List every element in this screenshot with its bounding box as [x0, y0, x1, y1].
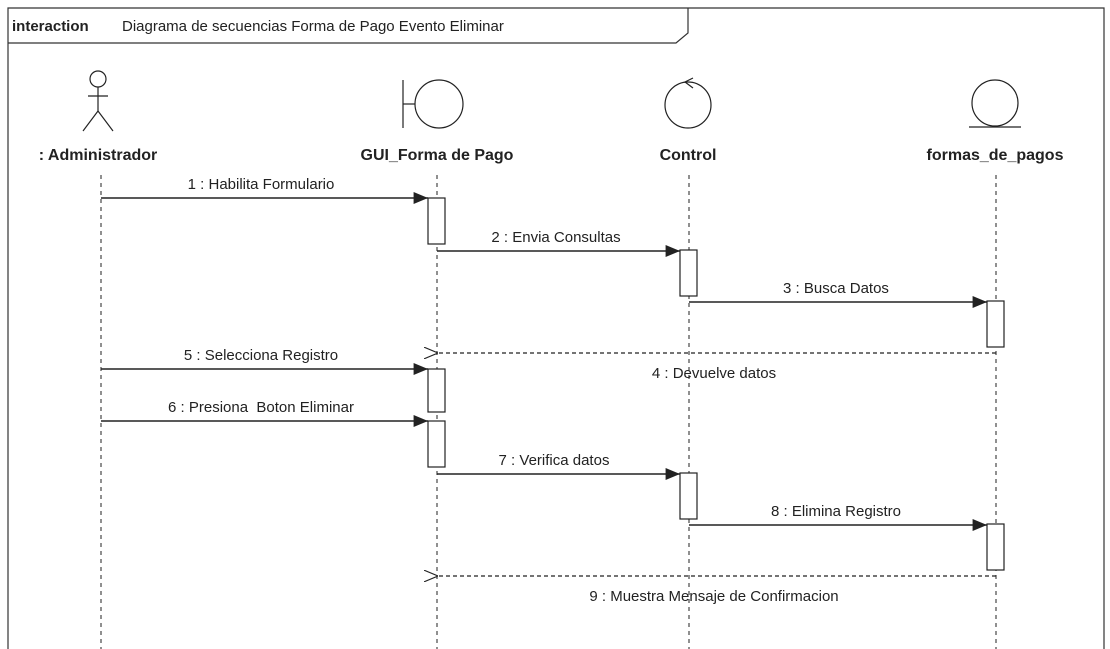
message-label-5: 5 : Selecciona Registro [184, 347, 338, 364]
interaction-frame: interaction Diagrama de secuencias Forma… [7, 7, 1105, 649]
lifeline-administrador: : Administrador [39, 70, 158, 649]
message-label-9: 9 : Muestra Mensaje de Confirmacion [589, 588, 838, 605]
activation-bar [427, 197, 446, 245]
actor-icon [82, 70, 114, 132]
activation-bar [986, 523, 1005, 571]
message-label-7: 7 : Verifica datos [499, 452, 610, 469]
lifeline-name-control: Control [660, 147, 717, 164]
lifeline-control: Control [660, 77, 717, 649]
entity-icon [969, 79, 1021, 128]
message-label-3: 3 : Busca Datos [783, 280, 889, 297]
frame-keyword: interaction [12, 18, 89, 35]
lifeline-gui-forma-de-pago: GUI_Forma de Pago [361, 79, 514, 649]
message-label-1: 1 : Habilita Formulario [188, 176, 335, 193]
activation-bar [986, 300, 1005, 348]
message-label-8: 8 : Elimina Registro [771, 503, 901, 520]
activation-bars [427, 197, 1005, 571]
lifeline-name-administrador: : Administrador [39, 147, 158, 164]
activation-bar [427, 368, 446, 413]
message-label-4: 4 : Devuelve datos [652, 365, 776, 382]
activation-bar [679, 249, 698, 297]
frame-title: Diagrama de secuencias Forma de Pago Eve… [122, 18, 504, 35]
message-label-6: 6 : Presiona Boton Eliminar [168, 399, 354, 416]
activation-bar [427, 420, 446, 468]
activation-bar [679, 472, 698, 520]
boundary-icon [402, 79, 464, 129]
frame-border [7, 7, 1105, 649]
message-label-2: 2 : Envia Consultas [491, 229, 620, 246]
frame-label-pentagon [8, 8, 689, 44]
lifeline-name-formas-de-pagos: formas_de_pagos [927, 147, 1064, 164]
messages: 1 : Habilita Formulario 2 : Envia Consul… [101, 176, 996, 605]
lifeline-name-gui: GUI_Forma de Pago [361, 147, 514, 164]
control-icon [664, 77, 712, 129]
